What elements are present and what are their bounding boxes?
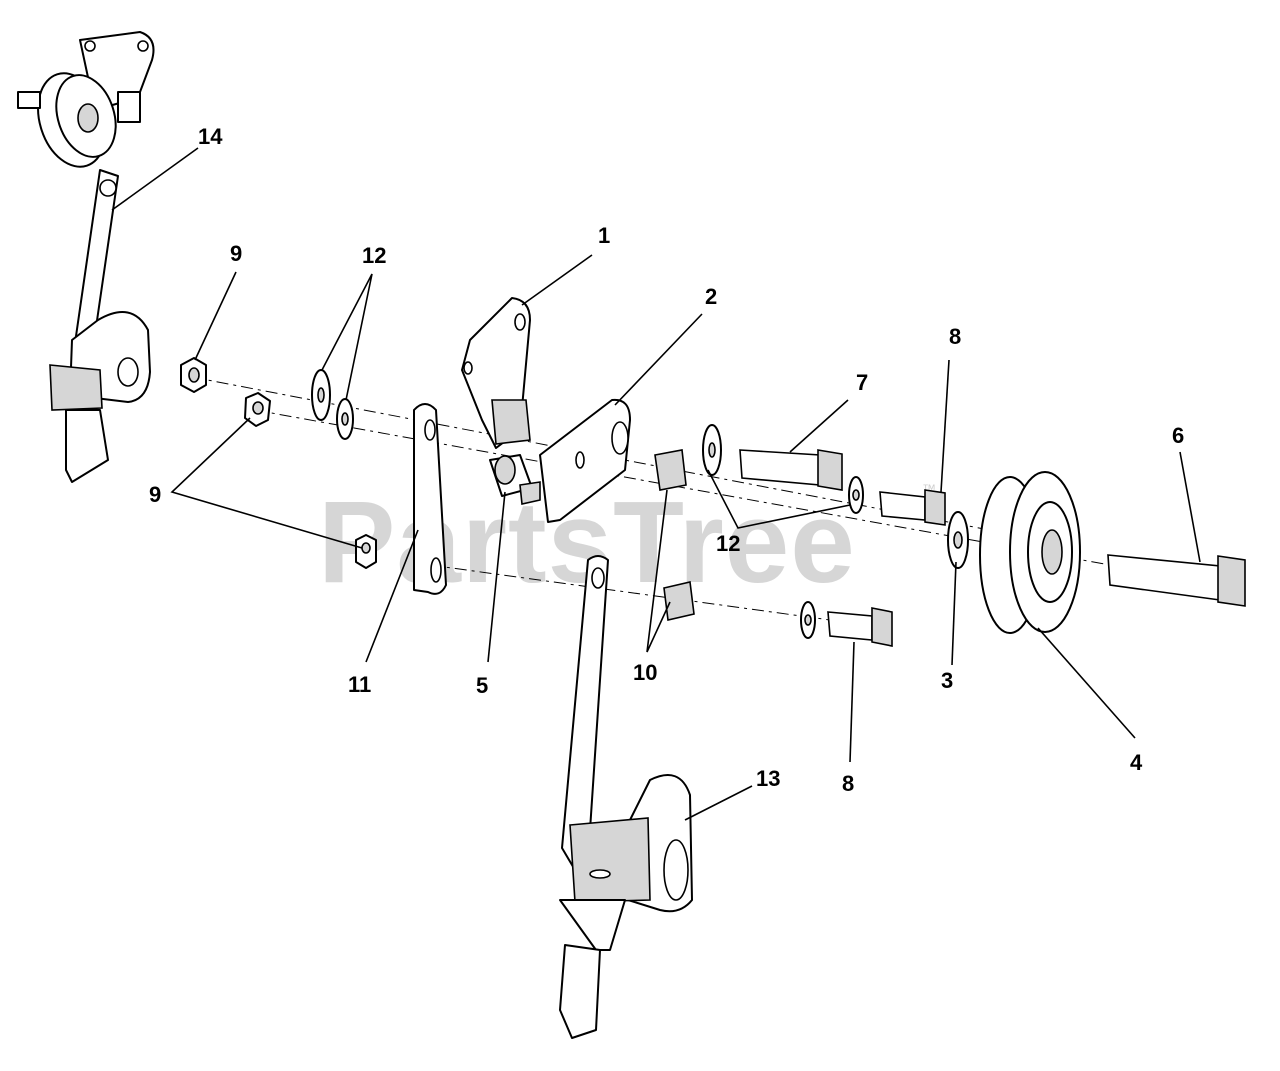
part-4-hub [1041, 529, 1063, 575]
part-12-washers-left [311, 369, 354, 440]
callout-4: 4 [1130, 750, 1143, 775]
part-14-bracket-hole [84, 40, 96, 52]
leader-6 [1179, 451, 1201, 563]
callout-9-top: 9 [230, 241, 242, 266]
part-9-nuts [180, 357, 377, 569]
leader-lines [111, 147, 1201, 821]
part-3-washer [947, 511, 969, 569]
part-11-plate [413, 403, 447, 595]
part-8-lower-washer-hole [804, 614, 812, 626]
part-13-block [569, 817, 651, 903]
part-13-foot [559, 944, 601, 1039]
part-7-bolt [739, 449, 843, 491]
part-2-plate [519, 398, 631, 523]
part-5-bore [494, 455, 516, 485]
part-1-bracket [461, 297, 531, 449]
leader-14 [111, 147, 199, 211]
part-9-nut-bottom-bore [361, 542, 371, 554]
leader-13 [684, 785, 753, 821]
callout-8-lower: 8 [842, 771, 854, 796]
part-12-washer-hole [341, 412, 349, 426]
part-9-nut-middle-bore [252, 401, 264, 415]
part-13-arm-hole [591, 567, 605, 589]
part-12-washer-hole [852, 489, 860, 501]
part-2-tab [519, 481, 541, 505]
leader-12-right [707, 469, 851, 529]
callout-9-pair: 9 [149, 482, 161, 507]
callout-5: 5 [476, 673, 488, 698]
part-12-washers-right [702, 424, 864, 514]
part-11-hole-top [424, 419, 436, 441]
part-1-hole [463, 361, 473, 375]
part-6-head [1217, 555, 1246, 607]
leader-9-pair [170, 417, 363, 549]
leader-1 [521, 254, 593, 306]
callout-7: 7 [856, 370, 868, 395]
leader-5 [487, 491, 506, 663]
callout-3: 3 [941, 668, 953, 693]
callout-12-left: 12 [362, 243, 386, 268]
part-13-cam-hole [663, 839, 689, 901]
part-14-pulley-hub [77, 103, 99, 133]
leader-10 [646, 489, 671, 653]
callout-14: 14 [198, 124, 223, 149]
part-1-hole [514, 313, 526, 331]
part-4-pulley [979, 471, 1081, 634]
part-2-body [539, 398, 631, 523]
callout-11: 11 [348, 672, 371, 697]
part-2-hole [575, 451, 585, 469]
part-14-bolt-head [17, 91, 41, 109]
part-7-head [817, 449, 843, 491]
part-13-block-hole [589, 869, 611, 879]
part-8-bolt-lower [800, 601, 893, 647]
part-1-sleeve [491, 399, 531, 445]
part-8-lower-head [871, 607, 893, 647]
part-8-upper-head [924, 489, 946, 526]
part-14-idler-arm-assembly [17, 31, 155, 483]
leader-8-lower [849, 641, 855, 763]
part-9-nut-top-bore [188, 367, 200, 383]
part-14-arm-pivot [99, 179, 117, 197]
callout-6: 6 [1172, 423, 1184, 448]
part-12-washer-hole [708, 442, 716, 458]
leader-4 [1037, 627, 1136, 739]
part-2-hole [611, 421, 629, 455]
part-10-spacer-upper [654, 449, 687, 491]
part-8-bolt-upper [879, 489, 946, 526]
part-6-shank [1107, 554, 1221, 601]
part-6-bolt [1107, 554, 1246, 607]
callout-12-right: 12 [716, 531, 740, 556]
watermark: PartsTree ™ [318, 477, 936, 607]
part-13-neck [559, 899, 626, 951]
part-14-nut [117, 91, 141, 123]
part-10-spacer-lower [663, 581, 695, 621]
leader-9-top [194, 271, 237, 361]
part-8-lower-shank [827, 611, 873, 641]
callout-10: 10 [633, 660, 657, 685]
leader-7 [789, 399, 849, 453]
leader-8-upper [940, 359, 950, 493]
part-13-idler-arm [559, 555, 693, 1039]
part-14-bracket-hole [137, 40, 149, 52]
callout-8-upper: 8 [949, 324, 961, 349]
part-14-block [49, 364, 103, 411]
part-11-hole-bottom [430, 557, 442, 583]
leader-2 [614, 313, 703, 406]
part-14-cam-hole [117, 357, 139, 387]
part-12-washer-hole [317, 387, 325, 403]
part-11-link-plate [413, 403, 447, 595]
middle-axis-line [254, 409, 1111, 566]
leader-3 [951, 561, 957, 666]
callout-1: 1 [598, 223, 610, 248]
part-14-tab [65, 409, 109, 483]
part-3-hole [953, 531, 963, 549]
callout-13: 13 [756, 766, 780, 791]
callout-numbers: 1 2 3 4 5 6 7 8 8 9 9 10 11 12 12 13 14 [149, 124, 1184, 796]
callout-2: 2 [705, 284, 717, 309]
leader-11 [365, 529, 419, 663]
leader-12-left [321, 273, 373, 401]
part-8-upper-shank [879, 491, 926, 521]
